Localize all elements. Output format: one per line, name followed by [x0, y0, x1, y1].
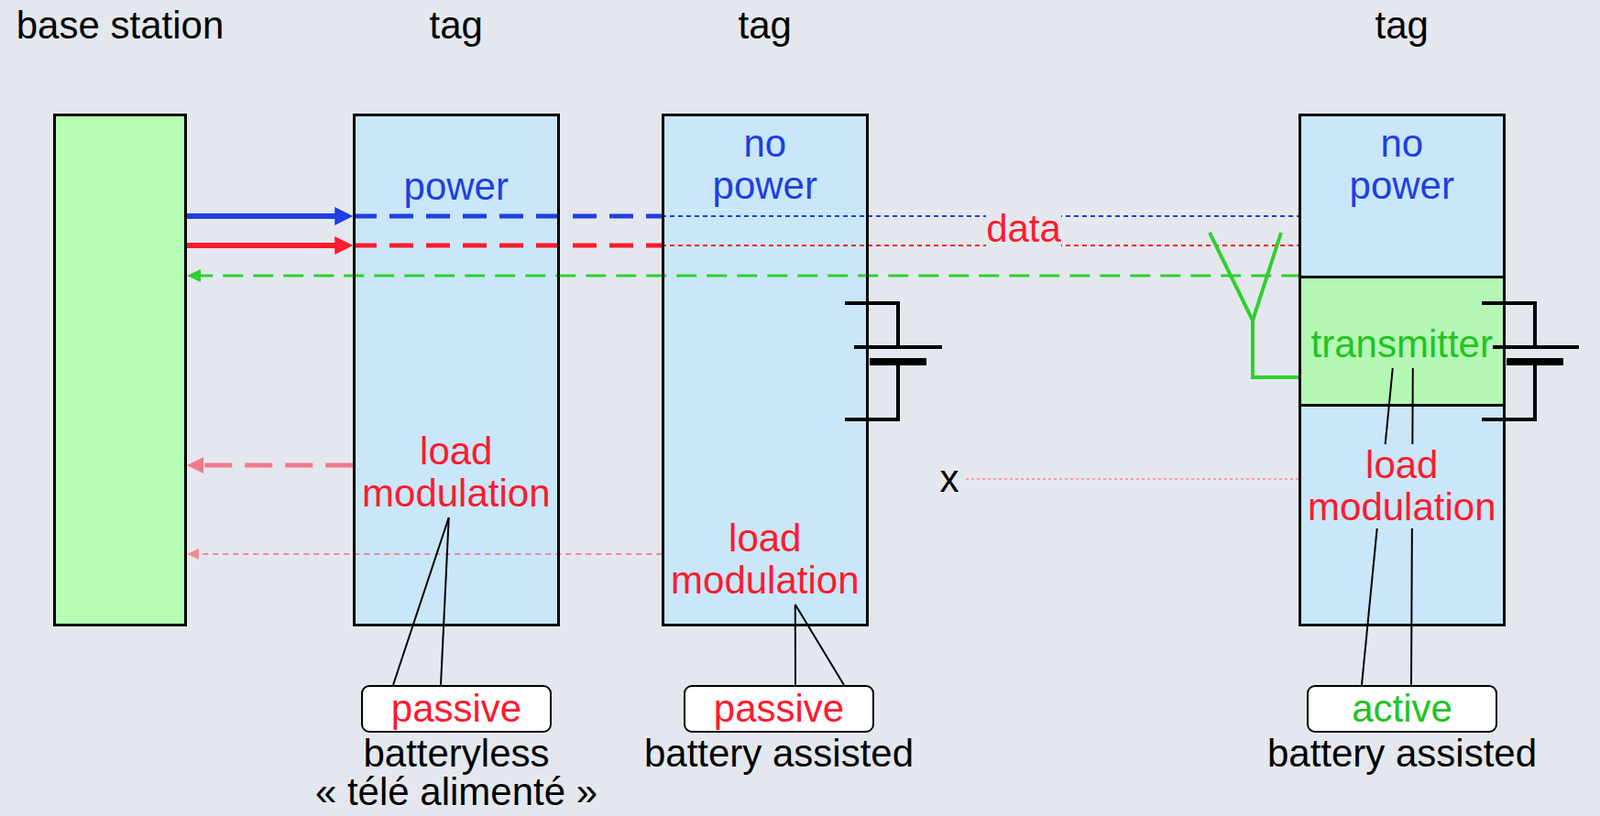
- node-text: no power: [1349, 122, 1455, 208]
- type-note: battery assisted: [1267, 733, 1537, 776]
- node-heading: tag: [738, 4, 792, 47]
- node-text: load modulation: [361, 430, 550, 516]
- node-text: passive: [713, 688, 844, 731]
- blocked-mark: x: [940, 458, 960, 501]
- node-text: passive: [391, 688, 522, 731]
- arrow-head: [186, 457, 204, 474]
- power-field-line: [661, 215, 1299, 218]
- leader-line: [795, 604, 844, 686]
- leader-line: [393, 517, 450, 686]
- node-heading: tag: [429, 4, 483, 47]
- node-text: no power: [712, 122, 818, 208]
- passive-box: passive: [683, 685, 875, 734]
- node-text: active: [1351, 688, 1453, 731]
- arrow-head: [186, 548, 199, 560]
- leader-line: [794, 604, 797, 686]
- box-fill: [1306, 685, 1498, 734]
- signal-label: data: [986, 208, 1062, 251]
- type-note: battery assisted: [644, 733, 914, 776]
- box-fill: [361, 685, 552, 734]
- antenna-wire: [1252, 320, 1302, 378]
- node-text: power: [404, 165, 509, 209]
- arrow-head: [334, 207, 353, 226]
- connector-arrow: [186, 457, 353, 474]
- node-heading: base station: [16, 4, 225, 47]
- leader-line: [440, 517, 450, 686]
- passive-box: passive: [361, 685, 552, 734]
- tag-box: tagpowerload modulation: [352, 113, 559, 627]
- node-heading: tag: [1375, 4, 1429, 47]
- box-fill: [683, 685, 875, 734]
- box-fill: [53, 113, 187, 627]
- type-note: batteryless: [362, 733, 549, 776]
- node-text: transmitter: [1311, 323, 1493, 366]
- box-fill: [661, 113, 868, 627]
- connector-line: [186, 242, 337, 249]
- base-station-box: base station: [53, 113, 187, 627]
- connector-line: [198, 274, 1302, 278]
- leader-line: [393, 517, 450, 686]
- connector-arrow: [186, 548, 662, 560]
- connector-line: [186, 213, 337, 220]
- battery-symbol: [869, 358, 927, 366]
- type-note: « télé alimenté »: [315, 771, 598, 814]
- tag-box: tagno powerload modulationtransmitter: [1298, 113, 1505, 627]
- connector-line: [201, 463, 353, 469]
- connector-line: [197, 553, 662, 556]
- arrow-head: [186, 269, 201, 283]
- blocked-return-line: [965, 478, 1299, 481]
- data-field-line: [352, 243, 662, 249]
- connector-arrow: [186, 207, 353, 226]
- leader-line: [795, 604, 844, 686]
- box-fill: [352, 113, 559, 627]
- box-fill: [1301, 275, 1502, 407]
- battery-symbol: [1506, 358, 1564, 366]
- box-fill: [1298, 113, 1505, 627]
- active-box: active: [1306, 685, 1498, 734]
- transmitter-box: transmitter: [1301, 275, 1502, 407]
- data-field-line: [661, 244, 1299, 247]
- node-text: load modulation: [1307, 444, 1496, 529]
- node-text: load modulation: [670, 517, 859, 603]
- arrow-head: [334, 236, 353, 255]
- power-field-line: [352, 214, 662, 220]
- connector-arrow: [186, 236, 353, 255]
- tag-box: tagno powerload modulation: [661, 113, 868, 627]
